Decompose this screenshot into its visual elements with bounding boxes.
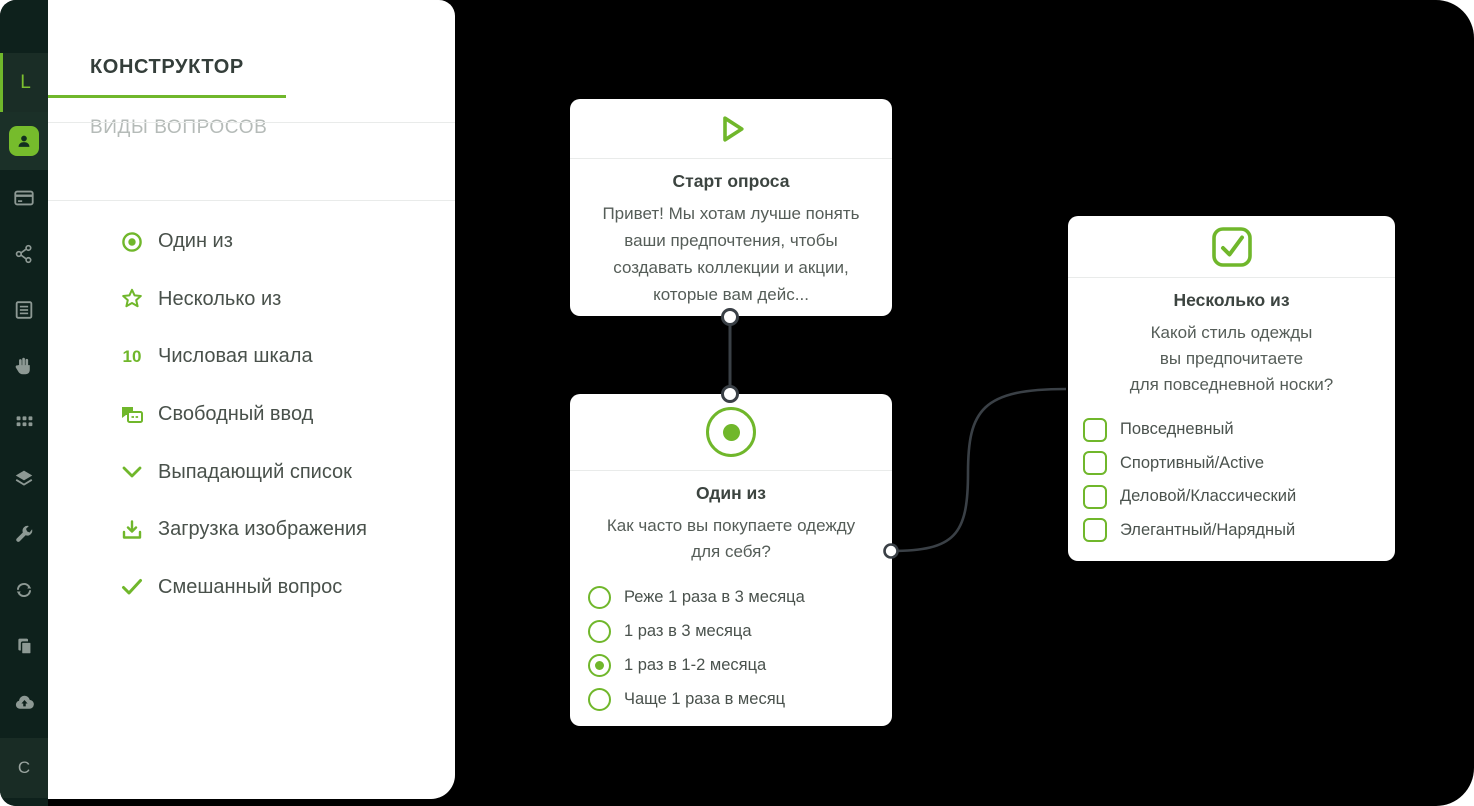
- checkbox-option[interactable]: Деловой/Классический: [1068, 480, 1395, 514]
- radio-icon: [706, 407, 756, 457]
- rail-item-report[interactable]: [0, 282, 48, 338]
- rail-item-share[interactable]: [0, 226, 48, 282]
- download-icon: [118, 518, 146, 542]
- radio-option[interactable]: Чаще 1 раза в месяц: [570, 682, 892, 716]
- layers-icon: [15, 470, 33, 486]
- rail-item-upload[interactable]: [0, 674, 48, 730]
- active-tab-underline: [48, 95, 286, 98]
- rail-item-settings[interactable]: [0, 506, 48, 562]
- checkbox[interactable]: [1083, 518, 1107, 543]
- rail-item-profile-active[interactable]: [0, 112, 48, 170]
- rail-item-apps[interactable]: [0, 394, 48, 450]
- flow-node-single-choice[interactable]: Один из Как часто вы покупаете одежду дл…: [570, 394, 892, 726]
- question-type-image-upload[interactable]: Загрузка изображения: [48, 501, 455, 559]
- chat-bubbles-icon: [118, 403, 146, 427]
- wrench-icon: [16, 525, 33, 542]
- checkbox[interactable]: [1083, 417, 1107, 442]
- flow-node-multi-choice[interactable]: Несколько из Какой стиль одежды вы предп…: [1068, 216, 1395, 561]
- checkbox-option-list: Повседневный Спортивный/Active Деловой/К…: [1068, 413, 1395, 547]
- node-title: Один из: [696, 483, 766, 503]
- rail-item-copy[interactable]: [0, 618, 48, 674]
- node-single-header: [570, 394, 892, 471]
- section-title: ВИДЫ ВОПРОСОВ: [90, 117, 268, 138]
- rail-item-layers[interactable]: [0, 450, 48, 506]
- document-list-icon: [15, 301, 33, 319]
- radio-option-list: Реже 1 раза в 3 месяца 1 раз в 3 месяца …: [570, 580, 892, 716]
- credit-card-icon: [14, 190, 34, 206]
- checkbox-option[interactable]: Спортивный/Active: [1068, 447, 1395, 481]
- radio-button[interactable]: [588, 619, 611, 643]
- constructor-panel: КОНСТРУКТОР ВИДЫ ВОПРОСОВ Один из Нескол…: [48, 0, 455, 799]
- question-type-mixed[interactable]: Смешанный вопрос: [48, 559, 455, 617]
- node-multi-header: [1068, 216, 1395, 278]
- page-title: КОНСТРУКТОР: [90, 56, 244, 78]
- grid-apps-icon: [16, 415, 32, 426]
- number-10-badge: 10: [122, 346, 142, 366]
- checkbox-option[interactable]: Повседневный: [1068, 413, 1395, 447]
- question-type-multi-choice[interactable]: Несколько из: [48, 271, 455, 329]
- node-question: Какой стиль одежды вы предпочитаете для …: [1129, 323, 1334, 394]
- checkbox[interactable]: [1083, 484, 1107, 509]
- logo-l[interactable]: L: [0, 53, 48, 112]
- radio-button[interactable]: [588, 585, 611, 609]
- checkbox-option[interactable]: Элегантный/Нарядный: [1068, 514, 1395, 548]
- radio-option[interactable]: 1 раз в 3 месяца: [570, 614, 892, 648]
- radio-option[interactable]: Реже 1 раза в 3 месяца: [570, 580, 892, 614]
- node-title: Несколько из: [1173, 290, 1290, 310]
- radio-icon: [118, 231, 146, 253]
- hand-icon: [15, 357, 30, 375]
- checkbox-icon: [1211, 226, 1252, 267]
- sync-icon: [16, 583, 32, 597]
- copy-pages-icon: [17, 638, 32, 655]
- question-type-single-choice[interactable]: Один из: [48, 213, 455, 271]
- rail-item-sync[interactable]: [0, 562, 48, 618]
- radio-button-selected[interactable]: [588, 653, 611, 677]
- radio-button[interactable]: [588, 687, 611, 711]
- app-sidebar-rail: L: [0, 0, 48, 806]
- share-nodes-icon: [15, 244, 32, 264]
- user-avatar-icon: [9, 126, 39, 156]
- question-type-free-input[interactable]: Свободный ввод: [48, 386, 455, 444]
- question-type-list: Один из Несколько из 10 Числовая шкала: [48, 213, 455, 616]
- checkbox[interactable]: [1083, 451, 1107, 476]
- radio-option[interactable]: 1 раз в 1-2 месяца: [570, 648, 892, 682]
- question-type-numeric-scale[interactable]: 10 Числовая шкала: [48, 328, 455, 386]
- rail-item-c[interactable]: C: [0, 738, 48, 798]
- play-icon: [723, 115, 744, 142]
- node-question: Как часто вы покупаете одежду для себя?: [606, 516, 856, 561]
- node-start-header: [570, 99, 892, 159]
- question-type-dropdown[interactable]: Выпадающий список: [48, 443, 455, 501]
- chevron-down-icon: [118, 464, 146, 480]
- rail-item-gestures[interactable]: [0, 338, 48, 394]
- node-title: Старт опроса: [672, 171, 790, 191]
- node-description: Привет! Мы хотам лучше понять ваши предп…: [602, 204, 860, 304]
- star-icon: [118, 287, 146, 311]
- check-icon: [118, 577, 146, 597]
- rail-item-billing[interactable]: [0, 170, 48, 226]
- cloud-upload-icon: [15, 695, 34, 709]
- flow-node-start[interactable]: Старт опроса Привет! Мы хотам лучше поня…: [570, 99, 892, 316]
